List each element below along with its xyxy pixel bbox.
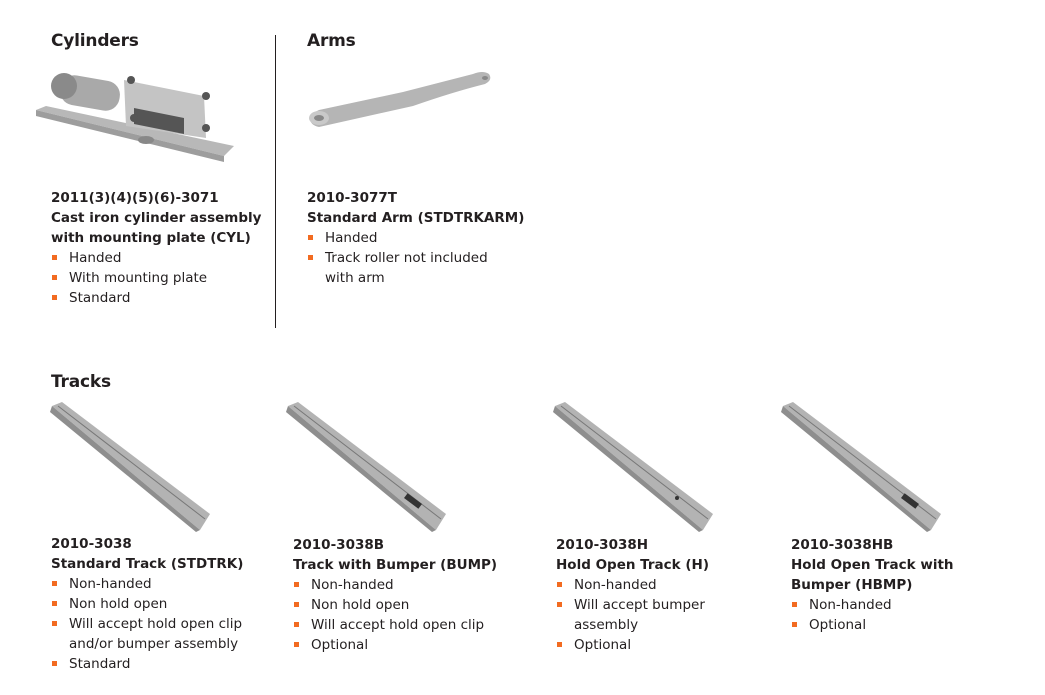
track-item-hold-open: 2010-3038H Hold Open Track (H) Non-hande… — [556, 535, 756, 655]
feature-bullet: Non-handed — [293, 575, 533, 595]
arms-heading: Arms — [307, 31, 356, 51]
feature-bullet: Will accept bumper assembly — [556, 595, 721, 635]
standard-arm-image — [309, 72, 491, 127]
standard-track-image — [50, 402, 210, 532]
cylinder-item: 2011(3)(4)(5)(6)-3071 Cast iron cylinder… — [51, 188, 271, 308]
cylinders-heading: Cylinders — [51, 31, 139, 51]
track-item-hold-open-bumper: 2010-3038HB Hold Open Track with Bumper … — [791, 535, 1011, 635]
arm-item: 2010-3077T Standard Arm (STDTRKARM) Hand… — [307, 188, 537, 288]
tracks-heading: Tracks — [51, 372, 111, 392]
cylinder-assembly-image — [36, 73, 234, 162]
item-title: Cast iron cylinder assembly — [51, 210, 262, 226]
track-item-standard: 2010-3038 Standard Track (STDTRK) Non-ha… — [51, 534, 266, 674]
item-title: Hold Open Track with — [791, 557, 954, 573]
part-number: 2011(3)(4)(5)(6)-3071 — [51, 190, 219, 206]
part-number: 2010-3038HB — [791, 537, 894, 553]
track-with-bumper-image — [286, 402, 446, 532]
feature-bullet: Non hold open — [293, 595, 533, 615]
feature-bullet: Non-handed — [51, 574, 256, 594]
feature-bullet: Standard — [51, 654, 256, 674]
item-title: Bumper (HBMP) — [791, 577, 913, 593]
item-title: Track with Bumper (BUMP) — [293, 557, 498, 573]
feature-bullet: Optional — [556, 635, 721, 655]
feature-bullet: Standard — [51, 288, 271, 308]
feature-bullet: Non-handed — [556, 575, 721, 595]
item-title: Standard Track (STDTRK) — [51, 556, 244, 572]
feature-bullet: With mounting plate — [51, 268, 271, 288]
feature-bullet: Non-handed — [791, 595, 1011, 615]
feature-bullet: Handed — [307, 228, 497, 248]
item-title: with mounting plate (CYL) — [51, 230, 251, 246]
feature-bullet: Handed — [51, 248, 271, 268]
part-number: 2010-3038 — [51, 536, 132, 552]
feature-bullet: Optional — [293, 635, 533, 655]
track-item-bumper: 2010-3038B Track with Bumper (BUMP) Non-… — [293, 535, 533, 655]
column-divider — [275, 35, 276, 328]
feature-bullet: Non hold open — [51, 594, 256, 614]
item-title: Hold Open Track (H) — [556, 557, 709, 573]
feature-bullet: Will accept hold open clip and/or bumper… — [51, 614, 256, 654]
hold-open-track-image — [553, 402, 713, 532]
item-title: Standard Arm (STDTRKARM) — [307, 210, 525, 226]
hold-open-track-with-bumper-image — [781, 402, 941, 532]
feature-bullet: Will accept hold open clip — [293, 615, 533, 635]
part-number: 2010-3038H — [556, 537, 649, 553]
feature-bullet: Optional — [791, 615, 1011, 635]
part-number: 2010-3077T — [307, 190, 397, 206]
feature-bullet: Track roller not included with arm — [307, 248, 497, 288]
part-number: 2010-3038B — [293, 537, 385, 553]
